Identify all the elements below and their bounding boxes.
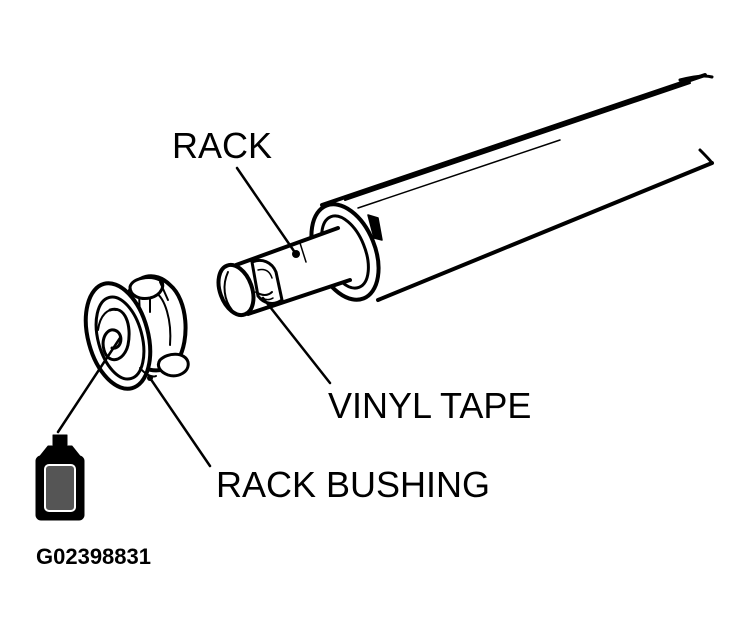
leader-dot-rack — [292, 250, 300, 258]
rack-shaft — [216, 226, 352, 318]
figure-id: G02398831 — [36, 544, 151, 569]
leader-rack — [235, 166, 298, 256]
grease-can-icon — [35, 434, 85, 521]
rack-bushing — [83, 274, 190, 391]
vinyl-tape-wrap — [250, 258, 284, 305]
leader-grease — [56, 336, 122, 434]
leader-rack-bushing — [148, 376, 212, 468]
label-vinyl-tape: VINYL TAPE — [328, 385, 531, 426]
rack-housing-tube — [320, 73, 714, 302]
label-rack-bushing: RACK BUSHING — [216, 464, 490, 505]
leader-lines — [56, 166, 332, 468]
leader-vinyl-tape — [261, 296, 332, 385]
label-rack: RACK — [172, 125, 272, 166]
